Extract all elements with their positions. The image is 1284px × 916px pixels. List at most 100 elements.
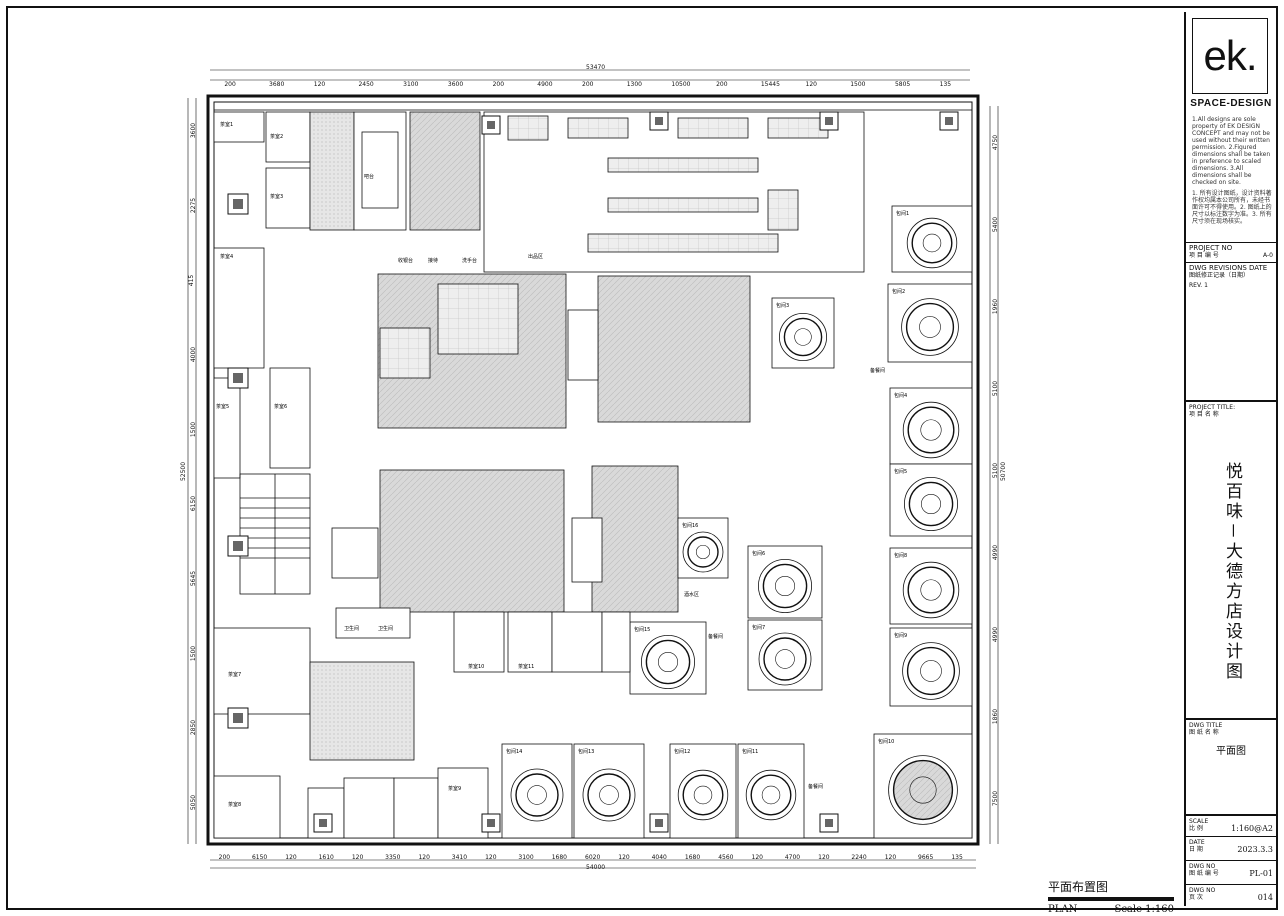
lazy-susan bbox=[920, 660, 942, 682]
dimension-value: 1860 bbox=[992, 708, 1000, 725]
dimension-value: 6150 bbox=[251, 854, 268, 861]
table-chairs bbox=[677, 769, 729, 821]
round-table bbox=[908, 481, 954, 527]
dimension-lines bbox=[187, 69, 999, 869]
tea-room-label: 茶室10 bbox=[468, 663, 484, 670]
table-chairs bbox=[779, 312, 828, 361]
date-value: 2023.3.3 bbox=[1237, 845, 1273, 854]
date-cn: 日 期 bbox=[1189, 846, 1203, 853]
project-title-row: PROJECT TITLE: 项 目 名 称 bbox=[1186, 400, 1276, 716]
lazy-susan bbox=[599, 785, 619, 805]
round-table bbox=[587, 773, 631, 817]
dimension-value: 6150 bbox=[190, 496, 198, 512]
dimension-value: 120 bbox=[884, 854, 897, 861]
area-label: 酒水区 bbox=[684, 591, 699, 598]
lazy-susan bbox=[695, 544, 711, 560]
page-no-value: 014 bbox=[1257, 893, 1273, 902]
table-chairs bbox=[510, 768, 564, 822]
dimension-value: 200 bbox=[716, 81, 728, 88]
dimension-value: 3600 bbox=[190, 123, 198, 139]
room-label: 包间4 bbox=[894, 392, 907, 399]
plan-label-scale: Scale 1:160 bbox=[1114, 904, 1174, 915]
project-no-value: A-0 bbox=[1263, 252, 1273, 259]
left-tea-rooms bbox=[213, 111, 311, 839]
tea-room-label: 茶室7 bbox=[228, 671, 241, 678]
table-chairs bbox=[904, 476, 959, 531]
date-label: DATE bbox=[1189, 839, 1205, 846]
round-table bbox=[783, 317, 823, 357]
dwg-title-row: DWG TITLE 图 纸 名 称 平面图 bbox=[1186, 718, 1276, 774]
dimension-value: 4750 bbox=[992, 134, 1000, 151]
scale-value: 1:160@A2 bbox=[1231, 824, 1273, 833]
top-total-dimension: 53470 bbox=[586, 64, 606, 71]
lazy-susan bbox=[794, 328, 812, 346]
dimension-value: 200 bbox=[492, 81, 505, 88]
center-tables bbox=[567, 309, 603, 583]
logo: ek. bbox=[1192, 18, 1268, 94]
dimension-value: 1680 bbox=[551, 854, 567, 861]
lazy-susan bbox=[693, 785, 713, 805]
round-table bbox=[905, 302, 955, 352]
dimension-value: 120 bbox=[313, 81, 326, 88]
outer-wall bbox=[206, 94, 980, 846]
page-no-cn: 页 次 bbox=[1189, 894, 1203, 901]
kitchen bbox=[379, 111, 865, 379]
title-block: ek. SPACE-DESIGN 1.All designs are sole … bbox=[1184, 12, 1276, 906]
room-label: 包间2 bbox=[892, 288, 905, 295]
round-table bbox=[892, 759, 954, 821]
toilet-label: 卫生间 bbox=[344, 625, 359, 632]
table-chairs bbox=[888, 755, 958, 825]
room-label: 包间16 bbox=[682, 522, 698, 529]
scale-cn: 比 例 bbox=[1189, 825, 1203, 832]
floor-plan: 包间1包间2包间3包间4包间5包间6包间7包间8包间9包间10包间11包间12包… bbox=[187, 69, 999, 869]
dimension-value: 10500 bbox=[671, 81, 691, 88]
lazy-susan bbox=[774, 575, 796, 597]
lazy-susan bbox=[775, 649, 795, 669]
left-total-dimension: 52500 bbox=[180, 461, 188, 482]
dimension-value: 5100 bbox=[992, 462, 1000, 479]
dimension-value: 5100 bbox=[992, 380, 1000, 397]
brand-name: SPACE-DESIGN bbox=[1190, 98, 1272, 109]
dwg-no-row: DWG NO 图 纸 编 号 PL-01 bbox=[1186, 860, 1276, 884]
dimension-value: 135 bbox=[951, 854, 963, 861]
lazy-susan bbox=[657, 651, 679, 673]
area-label: 洗手台 bbox=[462, 257, 477, 264]
room-label: 包间13 bbox=[578, 748, 594, 755]
dimension-value: 415 bbox=[188, 274, 196, 286]
area-label: 吧台 bbox=[364, 173, 374, 180]
round-table bbox=[682, 774, 724, 816]
round-table bbox=[645, 639, 691, 685]
dwg-title-cn: 图 纸 名 称 bbox=[1189, 729, 1219, 736]
dimension-value: 200 bbox=[582, 81, 594, 88]
project-title-label: PROJECT TITLE: bbox=[1189, 404, 1236, 411]
room-label: 包间14 bbox=[506, 748, 522, 755]
dimension-value: 4990 bbox=[992, 626, 1000, 643]
page-no-row: DWG NO 页 次 014 bbox=[1186, 884, 1276, 906]
lazy-susan bbox=[909, 776, 937, 804]
room-label: 包间8 bbox=[894, 552, 907, 559]
dimension-value: 4040 bbox=[651, 854, 667, 861]
dimension-value: 120 bbox=[818, 854, 830, 861]
dimension-value: 9665 bbox=[918, 854, 934, 861]
tea-room-label: 茶室2 bbox=[270, 133, 283, 140]
dimension-value: 4900 bbox=[537, 81, 553, 88]
bottom-total-dimension: 54000 bbox=[586, 864, 606, 871]
dimension-value: 2850 bbox=[190, 719, 198, 736]
dimension-value: 3100 bbox=[518, 854, 534, 861]
lazy-susan bbox=[922, 233, 942, 253]
revisions-label: DWG REVISIONS DATE bbox=[1189, 264, 1268, 272]
lazy-susan bbox=[919, 316, 941, 338]
dimension-value: 4560 bbox=[718, 854, 734, 861]
tea-room-label: 茶室1 bbox=[220, 121, 233, 128]
table-chairs bbox=[758, 559, 813, 614]
dimension-value: 2275 bbox=[190, 197, 198, 214]
toilet-label: 卫生间 bbox=[378, 625, 393, 632]
page-no-label: DWG NO bbox=[1189, 887, 1216, 894]
dimension-value: 120 bbox=[351, 854, 364, 861]
area-label: 收银台 bbox=[398, 257, 413, 264]
design-notes: 1.All designs are sole property of EK DE… bbox=[1192, 116, 1272, 236]
dimension-value: 5400 bbox=[992, 216, 1000, 233]
dimension-value: 5645 bbox=[190, 570, 198, 587]
round-table bbox=[907, 566, 955, 614]
